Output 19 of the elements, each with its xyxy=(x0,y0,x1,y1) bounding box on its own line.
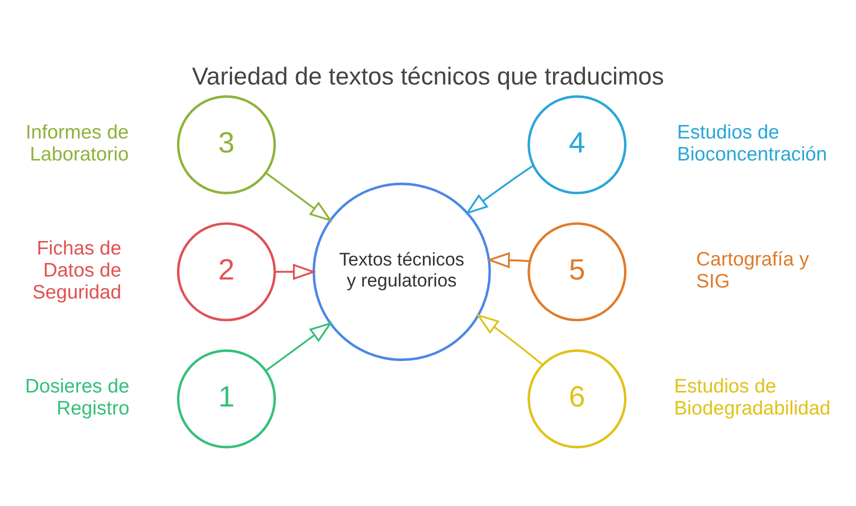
node-circle: 3 xyxy=(176,94,276,194)
node-circle: 4 xyxy=(528,94,626,194)
arrow xyxy=(265,321,332,371)
node-label: Dosieres de Registro xyxy=(25,375,130,419)
node-circle: 5 xyxy=(528,222,626,321)
node-circle: 2 xyxy=(176,222,276,321)
node-label: Informes de Laboratorio xyxy=(26,120,129,165)
node-label: Fichas de Datos de Seguridad xyxy=(32,236,122,303)
node-label: Estudios de Bioconcentración xyxy=(677,120,828,165)
node-circle: 1 xyxy=(176,348,276,448)
arrow xyxy=(476,313,543,365)
node-circle: 6 xyxy=(528,348,626,448)
node-label: Estudios de Biodegradabilidad xyxy=(674,375,831,419)
arrow xyxy=(274,263,316,280)
arrow xyxy=(486,252,530,268)
diagram-title: Variedad de textos técnicos que traducimos xyxy=(192,62,664,90)
arrow xyxy=(465,164,534,214)
arrow xyxy=(265,172,332,222)
node-label: Cartografía y SIG xyxy=(696,248,810,292)
